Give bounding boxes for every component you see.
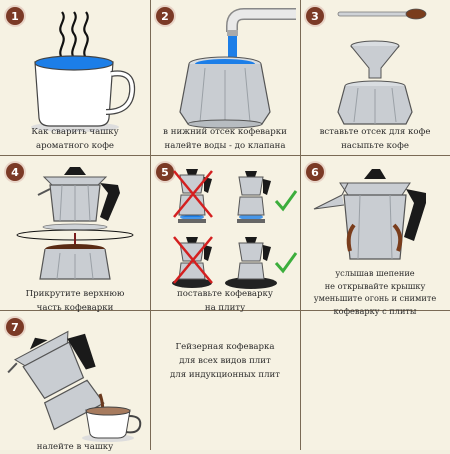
steam-icon bbox=[59, 11, 89, 59]
step-2-panel: 2 в нижний отсек кофеварки налейте воды … bbox=[150, 0, 300, 155]
step-7-caption: налейте в чашку bbox=[36, 442, 114, 452]
step-7-panel: 7 налейте в чашку bbox=[0, 310, 150, 452]
moka-pot-icon bbox=[313, 169, 426, 260]
moka-pot-icon bbox=[39, 244, 111, 280]
check-mark-icon bbox=[274, 252, 298, 274]
spoon-icon bbox=[337, 8, 427, 20]
moka-pot-icon bbox=[337, 80, 413, 125]
step-1-caption: Как сварить чашку ароматного кофе bbox=[31, 127, 119, 151]
moka-pot-icon bbox=[7, 330, 105, 431]
horizontal-divider-bottom bbox=[0, 310, 450, 311]
coffee-cup-icon bbox=[82, 406, 142, 442]
step-5-caption: поставьте кофеварку на плиту bbox=[177, 289, 273, 313]
step-5-panel: 5 bbox=[150, 155, 300, 313]
note-panel: Гейзерная кофеварка для всех видов плит … bbox=[150, 310, 300, 450]
moka-pot-icon bbox=[237, 171, 271, 216]
horizontal-divider-top bbox=[0, 155, 450, 156]
step-1-panel: 1 Как сварить чашку ароматного кофе bbox=[0, 0, 150, 155]
vertical-divider-left bbox=[150, 0, 151, 450]
funnel-icon bbox=[350, 40, 400, 79]
step-6-panel: 6 услышав шепение не открывайте крышку у… bbox=[300, 155, 450, 316]
induction-plate-icon bbox=[172, 278, 212, 288]
step-1-badge: 1 bbox=[6, 7, 24, 25]
coffee-cup-icon bbox=[31, 55, 136, 132]
step-4-badge: 4 bbox=[6, 163, 24, 181]
step-4-caption: Прикрутите верхнюю часть кофеварки bbox=[25, 289, 125, 313]
moka-pot-icon bbox=[179, 56, 271, 129]
moka-pot-icon bbox=[237, 237, 271, 280]
step-2-caption: в нижний отсек кофеварки налейте воды - … bbox=[163, 127, 287, 151]
vertical-divider-right bbox=[300, 0, 301, 450]
step-6-caption: услышав шепение не открывайте крышку уме… bbox=[313, 268, 437, 316]
induction-plate-icon bbox=[225, 277, 277, 289]
step-3-caption: вставьте отсек для кофе насыпьте кофе bbox=[319, 127, 431, 151]
cross-mark-icon bbox=[173, 170, 213, 218]
check-mark-icon bbox=[274, 190, 298, 212]
cross-mark-icon bbox=[173, 236, 213, 284]
step-3-panel: 3 вставьте отсек для кофе насыпьте кофе bbox=[300, 0, 450, 155]
moka-pot-icon bbox=[37, 167, 120, 231]
screw-arrow-icon bbox=[16, 229, 134, 249]
step-4-panel: 4 Прикрутите верхнюю часть кофеварки bbox=[0, 155, 150, 313]
empty-panel bbox=[300, 310, 450, 450]
step-5-badge: 5 bbox=[156, 163, 174, 181]
step-2-badge: 2 bbox=[156, 7, 174, 25]
note-text: Гейзерная кофеварка для всех видов плит … bbox=[169, 342, 281, 380]
step-6-badge: 6 bbox=[306, 163, 324, 181]
step-7-badge: 7 bbox=[6, 318, 24, 336]
step-3-badge: 3 bbox=[306, 7, 324, 25]
